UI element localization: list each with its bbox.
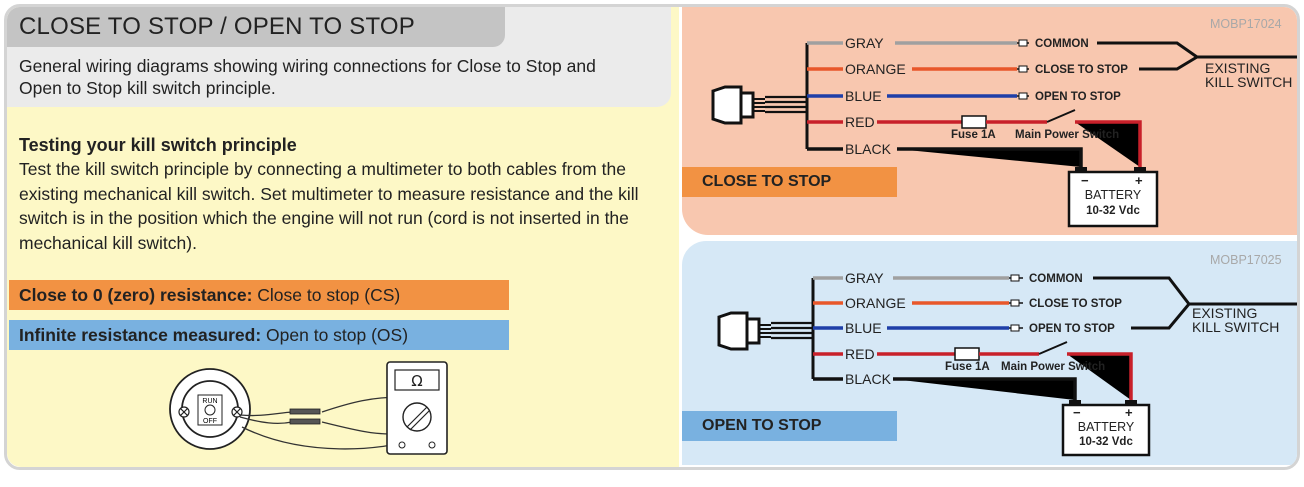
cs-bold: Close to 0 (zero) resistance: xyxy=(19,285,253,305)
title-bar: CLOSE TO STOP / OPEN TO STOP xyxy=(7,7,505,47)
probe-red xyxy=(289,418,321,425)
main-switch-label: Main Power Switch xyxy=(1015,129,1119,141)
intro-description: General wiring diagrams showing wiring c… xyxy=(19,56,596,98)
testing-heading: Testing your kill switch principle xyxy=(19,135,297,155)
multimeter-illustration: RUN OFF Ω xyxy=(169,361,448,455)
close-to-stop-label: CLOSE TO STOP xyxy=(682,167,897,197)
wire-label-gray: GRAY xyxy=(845,270,884,286)
kill-switch-label: EXISTING xyxy=(1192,305,1257,321)
engine-connector-icon xyxy=(717,311,773,351)
svg-text:+: + xyxy=(1135,173,1143,188)
fuse-icon xyxy=(961,115,987,129)
switch-knob-icon xyxy=(204,404,216,416)
screw-left-icon xyxy=(178,406,190,418)
probe-black xyxy=(289,408,321,415)
kill-switch-label-2: KILL SWITCH xyxy=(1205,74,1292,90)
other-contact-label: CLOSE TO STOP xyxy=(1029,298,1122,310)
left-column: CLOSE TO STOP / OPEN TO STOP General wir… xyxy=(7,7,679,467)
wiring-diagrams: GRAY ORANGE BLUE RED BLACK COMMON CLOSE … xyxy=(711,35,1297,457)
page-title: CLOSE TO STOP / OPEN TO STOP xyxy=(19,13,415,40)
open-to-stop-diagram: GRAY ORANGE BLUE RED BLACK COMMON CLOSE … xyxy=(717,270,1297,457)
kill-switch-label: EXISTING xyxy=(1205,60,1270,76)
switch-off-label: OFF xyxy=(203,418,217,425)
svg-text:+: + xyxy=(1125,405,1133,420)
wire-label-black: BLACK xyxy=(845,371,892,387)
contact-label: OPEN TO STOP xyxy=(1029,323,1115,335)
contact-label: CLOSE TO STOP xyxy=(1035,64,1128,76)
wire-label-orange: ORANGE xyxy=(845,61,906,77)
wire-label-black: BLACK xyxy=(845,141,892,157)
fuse-label: Fuse 1A xyxy=(951,129,996,141)
wire-label-gray: GRAY xyxy=(845,35,884,51)
main-switch-label: Main Power Switch xyxy=(1001,361,1105,373)
common-label: COMMON xyxy=(1035,38,1089,50)
ohm-symbol: Ω xyxy=(411,372,422,390)
other-contact-label: OPEN TO STOP xyxy=(1035,91,1121,103)
wire-label-orange: ORANGE xyxy=(845,295,906,311)
main-switch-icon xyxy=(1046,109,1076,123)
battery-label: BATTERY xyxy=(1085,188,1142,202)
diagram-code: MOBP17024 xyxy=(1210,17,1282,31)
wire-label-red: RED xyxy=(845,114,875,130)
switch-run-label: RUN xyxy=(202,398,217,405)
voltage-label: 10-32 Vdc xyxy=(1079,436,1133,448)
os-text: Open to stop (OS) xyxy=(261,325,409,345)
cs-text: Close to stop (CS) xyxy=(252,285,401,305)
open-to-stop-bar: Infinite resistance measured: Open to st… xyxy=(9,320,509,350)
fuse-label: Fuse 1A xyxy=(945,361,990,373)
wire-label-blue: BLUE xyxy=(845,88,882,104)
page-frame: CLOSE TO STOP / OPEN TO STOP General wir… xyxy=(4,4,1300,470)
intro-box: CLOSE TO STOP / OPEN TO STOP General wir… xyxy=(7,7,671,107)
diagram-code: MOBP17025 xyxy=(1210,253,1282,267)
battery-icon xyxy=(1061,403,1151,457)
svg-text:−: − xyxy=(1073,405,1081,420)
close-to-stop-bar: Close to 0 (zero) resistance: Close to s… xyxy=(9,280,509,310)
battery-label: BATTERY xyxy=(1078,420,1135,434)
close-to-stop-diagram: GRAY ORANGE BLUE RED BLACK COMMON CLOSE … xyxy=(711,35,1297,228)
voltage-label: 10-32 Vdc xyxy=(1086,205,1140,217)
kill-switch-label-2: KILL SWITCH xyxy=(1192,319,1279,335)
open-to-stop-label: OPEN TO STOP xyxy=(682,411,897,441)
main-switch-icon xyxy=(1038,341,1068,355)
fuse-icon xyxy=(954,347,980,361)
wire-label-red: RED xyxy=(845,346,875,362)
svg-text:−: − xyxy=(1081,173,1089,188)
common-label: COMMON xyxy=(1029,273,1083,285)
battery-icon xyxy=(1067,170,1159,228)
wire-label-blue: BLUE xyxy=(845,320,882,336)
engine-connector-icon xyxy=(711,85,767,125)
screw-right-icon xyxy=(231,406,243,418)
os-bold: Infinite resistance measured: xyxy=(19,325,262,345)
testing-body: Test the kill switch principle by connec… xyxy=(19,159,639,253)
